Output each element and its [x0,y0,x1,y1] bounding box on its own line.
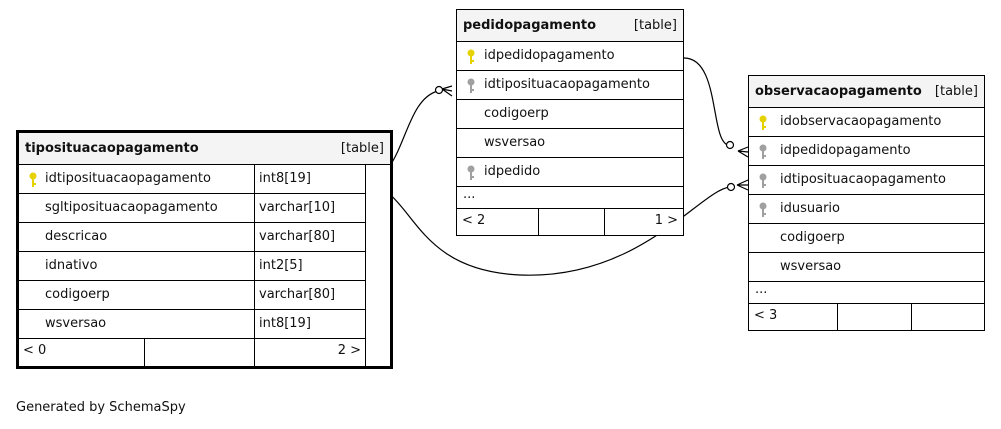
column-type: int2[5] [254,252,366,280]
parents-link[interactable]: < 2 [457,209,538,235]
table-pedidopagamento[interactable]: pedidopagamento [table] idpedidopagament… [456,9,684,236]
column-row[interactable]: wsversao [749,253,984,282]
more-columns-ellipsis: ... [749,282,984,304]
column-name: idpedidopagamento [780,143,911,158]
column-name: idnativo [45,258,98,273]
column-type: varchar[10] [254,194,366,222]
column-row[interactable]: codigoerp [457,100,683,129]
column-name: idusuario [780,201,840,216]
table-footer: < 0 2 > [19,339,366,366]
edge-tipo-to-observacao-optional [726,182,736,192]
column-name: codigoerp [780,230,845,245]
column-name: wsversao [45,316,107,331]
column-row[interactable]: idpedido [457,158,683,187]
foreign-key-icon [759,202,767,217]
edge-pedido-to-observacao-optional [725,140,735,150]
column-row[interactable]: idtiposituacaopagamento [457,71,683,100]
column-name: wsversao [780,259,842,274]
edge-tipo-to-pedido-crowfoot [441,85,453,97]
column-row[interactable]: idobservacaopagamento [749,108,984,137]
edge-pedido-to-observacao-crowfoot [737,146,749,158]
column-row[interactable]: wsversao [457,129,683,158]
column-type: varchar[80] [254,223,366,251]
table-right-margin [365,165,366,366]
column-row[interactable]: codigoerp varchar[80] [19,281,366,310]
column-type: int8[19] [254,165,366,193]
foreign-key-icon [467,78,475,93]
primary-key-icon [759,115,767,130]
column-name: wsversao [484,135,546,150]
column-name: idtiposituacaopagamento [484,77,650,92]
table-header: observacaopagamento [table] [749,76,984,108]
children-count: 1 > [654,213,678,228]
edge-pedido-to-observacao [683,57,729,146]
parents-count: < 3 [754,308,778,323]
column-row[interactable]: sgltiposituacaopagamento varchar[10] [19,194,366,223]
primary-key-icon [467,49,475,64]
column-row[interactable]: descricao varchar[80] [19,223,366,252]
table-footer: < 2 1 > [457,209,683,235]
table-name[interactable]: pedidopagamento [463,18,597,33]
primary-key-icon [29,172,37,187]
table-type: [table] [934,84,978,99]
more-columns-ellipsis: ... [457,187,683,209]
table-tiposituacaopagamento[interactable]: tiposituacaopagamento [table] idtipositu… [16,130,393,369]
column-row[interactable]: codigoerp [749,224,984,253]
column-name: idpedidopagamento [484,48,615,63]
column-row[interactable]: idtiposituacaopagamento [749,166,984,195]
column-name: idpedido [484,164,541,179]
column-name: descricao [45,229,108,244]
children-link[interactable]: 1 > [604,209,683,235]
column-name: idtiposituacaopagamento [45,171,211,186]
foreign-key-icon [467,165,475,180]
children-link[interactable] [911,304,984,330]
parents-count: < 0 [23,343,47,358]
table-footer: < 3 [749,304,984,330]
column-name: sgltiposituacaopagamento [45,200,218,215]
edge-tipo-to-observacao [365,182,731,276]
edge-tipo-to-pedido-optional [434,85,444,95]
table-header: tiposituacaopagamento [table] [19,133,390,165]
footer-spacer [837,304,911,330]
column-type: int8[19] [254,310,366,338]
column-name: idtiposituacaopagamento [780,172,946,187]
table-name[interactable]: tiposituacaopagamento [25,141,199,156]
footer-spacer [538,209,604,235]
foreign-key-icon [759,144,767,159]
table-type: [table] [633,18,677,33]
column-row[interactable]: wsversao int8[19] [19,310,366,339]
children-link[interactable]: 2 > [254,339,366,366]
foreign-key-icon [759,173,767,188]
parents-count: < 2 [462,213,486,228]
column-row[interactable]: idusuario [749,195,984,224]
column-row[interactable]: idpedidopagamento [457,42,683,71]
footer-spacer [144,339,254,366]
parents-link[interactable]: < 3 [749,304,837,330]
children-count: 2 > [337,343,361,358]
column-row[interactable]: idpedidopagamento [749,137,984,166]
edge-tipo-to-observacao-crowfoot [736,179,749,191]
column-list: idtiposituacaopagamento int8[19] sgltipo… [19,165,366,366]
column-name: idobservacaopagamento [780,114,942,129]
table-type: [table] [340,141,384,156]
table-header: pedidopagamento [table] [457,10,683,42]
column-type: varchar[80] [254,281,366,309]
column-row[interactable]: idtiposituacaopagamento int8[19] [19,165,366,194]
table-name[interactable]: observacaopagamento [755,84,922,99]
column-name: codigoerp [484,106,549,121]
parents-link[interactable]: < 0 [19,339,144,366]
column-row[interactable]: idnativo int2[5] [19,252,366,281]
generated-by-footer: Generated by SchemaSpy [16,400,186,415]
column-name: codigoerp [45,287,110,302]
table-observacaopagamento[interactable]: observacaopagamento [table] idobservacao… [748,75,985,331]
